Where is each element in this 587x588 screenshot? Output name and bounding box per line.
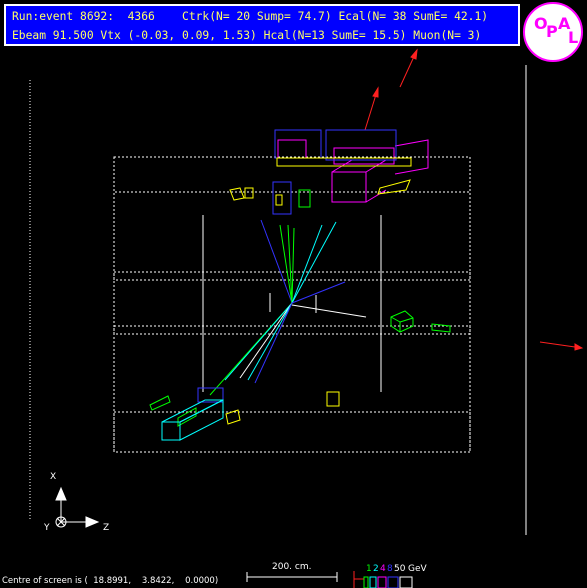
ecal-clusters	[225, 157, 412, 425]
green-clusters	[149, 189, 451, 427]
logo-letter-a: A	[558, 14, 571, 33]
axis-label-z: Z	[103, 523, 110, 533]
central-tracks	[209, 219, 346, 396]
centre-of-screen: Centre of screen is ( 18.8991, 3.8422, 0…	[2, 576, 219, 586]
legend-value-4: 4	[380, 564, 386, 574]
scale-label: 200. cm.	[272, 562, 312, 572]
hcal-towers	[277, 139, 429, 203]
coordinate-triad	[55, 486, 100, 528]
axis-label-x: X	[50, 472, 57, 482]
legend-value-1: 1	[366, 564, 372, 574]
legend-value-50: 50	[394, 564, 406, 574]
calorimeter-blue	[197, 129, 397, 403]
endcap-block	[161, 399, 224, 441]
legend-value-2: 2	[373, 564, 379, 574]
legend-value-8: 8	[387, 564, 393, 574]
event-info-line-1: Run:event 8692: 4366 Ctrk(N= 20 Sump= 74…	[12, 10, 489, 23]
legend-unit: GeV	[408, 564, 427, 574]
scale-bar	[246, 572, 338, 582]
muon-tracks	[364, 48, 584, 351]
axis-label-y: Y	[44, 523, 50, 533]
logo-letter-o: O	[534, 14, 548, 33]
logo-letter-l: L	[568, 28, 579, 47]
logo-letter-p: P	[546, 22, 558, 41]
vertex-axes	[269, 293, 367, 318]
event-info-panel: Run:event 8692: 4366 Ctrk(N= 20 Sump= 74…	[4, 4, 520, 46]
detector-outline	[29, 65, 527, 535]
event-info-line-2: Ebeam 91.500 Vtx (-0.03, 0.09, 1.53) Hca…	[12, 29, 482, 42]
energy-legend	[353, 571, 413, 588]
opal-logo: O P A L	[523, 2, 583, 62]
